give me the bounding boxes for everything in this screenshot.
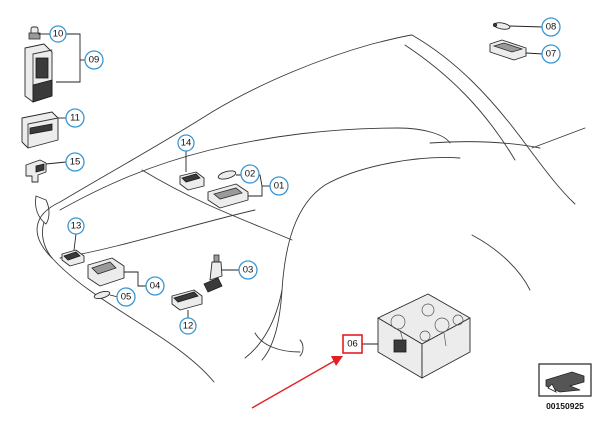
callout-05[interactable]: 05 [116,287,136,307]
diagram-number: 00150925 [546,401,584,411]
callout-08-label: 08 [546,22,557,33]
part-14-lamp [179,171,205,191]
callout-02[interactable]: 02 [240,164,260,184]
part-07-lamp [489,39,527,61]
leader-lines [38,25,544,345]
callout-15-label: 15 [70,157,81,168]
callout-09[interactable]: 09 [84,50,104,70]
callout-05-label: 05 [121,292,132,303]
callout-01[interactable]: 01 [269,176,289,196]
callout-04[interactable]: 04 [145,276,165,296]
callout-04-label: 04 [150,281,161,292]
callout-12-label: 12 [183,321,194,332]
callout-15[interactable]: 15 [65,152,85,172]
callout-03[interactable]: 03 [238,260,258,280]
callout-10-label: 10 [53,29,64,40]
callout-13[interactable]: 13 [67,217,85,235]
part-02-bulb [217,170,237,180]
callout-11[interactable]: 11 [65,108,85,128]
part-09-switch-module [24,43,53,103]
part-04-lamp [87,257,125,287]
callout-07[interactable]: 07 [541,44,561,64]
callout-07-label: 07 [546,49,557,60]
callout-13-label: 13 [71,221,82,232]
part-06-bulb-kit [377,293,471,379]
callout-06-label: 06 [347,339,358,350]
callout-09-label: 09 [89,55,100,66]
part-11-module [21,111,59,149]
callout-02-label: 02 [245,169,256,180]
callout-11-label: 11 [70,113,80,124]
car-outline [35,34,586,383]
part-15-clip [25,159,47,183]
reference-arrow-icon [538,363,592,397]
part-08-bulb [492,22,511,30]
part-10-bulb [28,26,41,40]
callout-12[interactable]: 12 [179,317,197,335]
callout-01-label: 01 [274,181,285,192]
part-13-switch [61,249,85,267]
callout-10[interactable]: 10 [49,25,67,43]
part-01-housing [207,183,249,209]
highlight-arrow-icon [251,356,343,409]
part-12-connector [171,289,203,311]
part-03-sensor [203,254,223,293]
callout-03-label: 03 [243,265,254,276]
callout-14-label: 14 [181,138,192,149]
callout-08[interactable]: 08 [541,17,561,37]
part-05-bulb [93,290,111,300]
callout-06-highlighted[interactable]: 06 [342,334,363,354]
callout-14[interactable]: 14 [177,134,195,152]
